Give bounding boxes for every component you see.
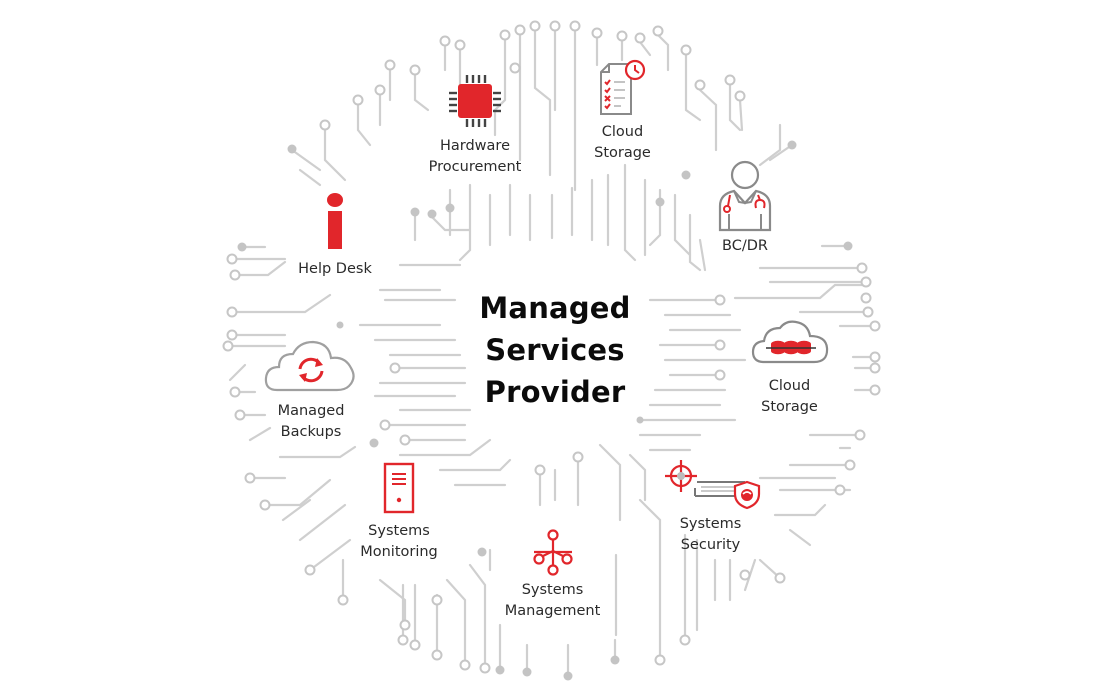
service-systems-security: Systems Security	[658, 458, 763, 556]
service-managed-backups: Managed Backups	[262, 338, 360, 443]
info-i-icon	[327, 193, 343, 249]
cloud-database-icon	[751, 320, 828, 364]
server-tower-icon	[383, 462, 415, 514]
service-systems-monitoring: Systems Monitoring	[350, 462, 448, 563]
network-nodes-icon	[532, 529, 573, 576]
cpu-chip-icon	[449, 75, 501, 127]
target-shield-icon	[664, 460, 760, 510]
service-systems-management: Systems Management	[495, 528, 610, 622]
service-hardware-procurement: Hardware Procurement	[420, 72, 530, 178]
service-label: Systems Management	[504, 582, 601, 619]
service-label: Managed Backups	[277, 403, 345, 440]
service-cloud-storage-right: Cloud Storage	[742, 318, 837, 418]
service-help-desk: Help Desk	[285, 192, 385, 280]
service-label: Help Desk	[298, 261, 372, 277]
service-label: Hardware Procurement	[428, 138, 522, 175]
doctor-stethoscope-icon	[718, 160, 772, 232]
service-label: Cloud Storage	[594, 124, 651, 161]
center-title: Managed Services Provider	[479, 291, 631, 409]
service-cloud-storage-top: Cloud Storage	[580, 58, 665, 164]
service-bc-dr: BC/DR	[705, 158, 785, 257]
service-label: Systems Monitoring	[360, 523, 438, 560]
cloud-sync-icon	[264, 340, 355, 392]
service-label: BC/DR	[722, 238, 768, 254]
checklist-document-clock-icon	[599, 59, 645, 115]
service-label: Systems Security	[679, 516, 742, 553]
service-label: Cloud Storage	[761, 378, 818, 415]
